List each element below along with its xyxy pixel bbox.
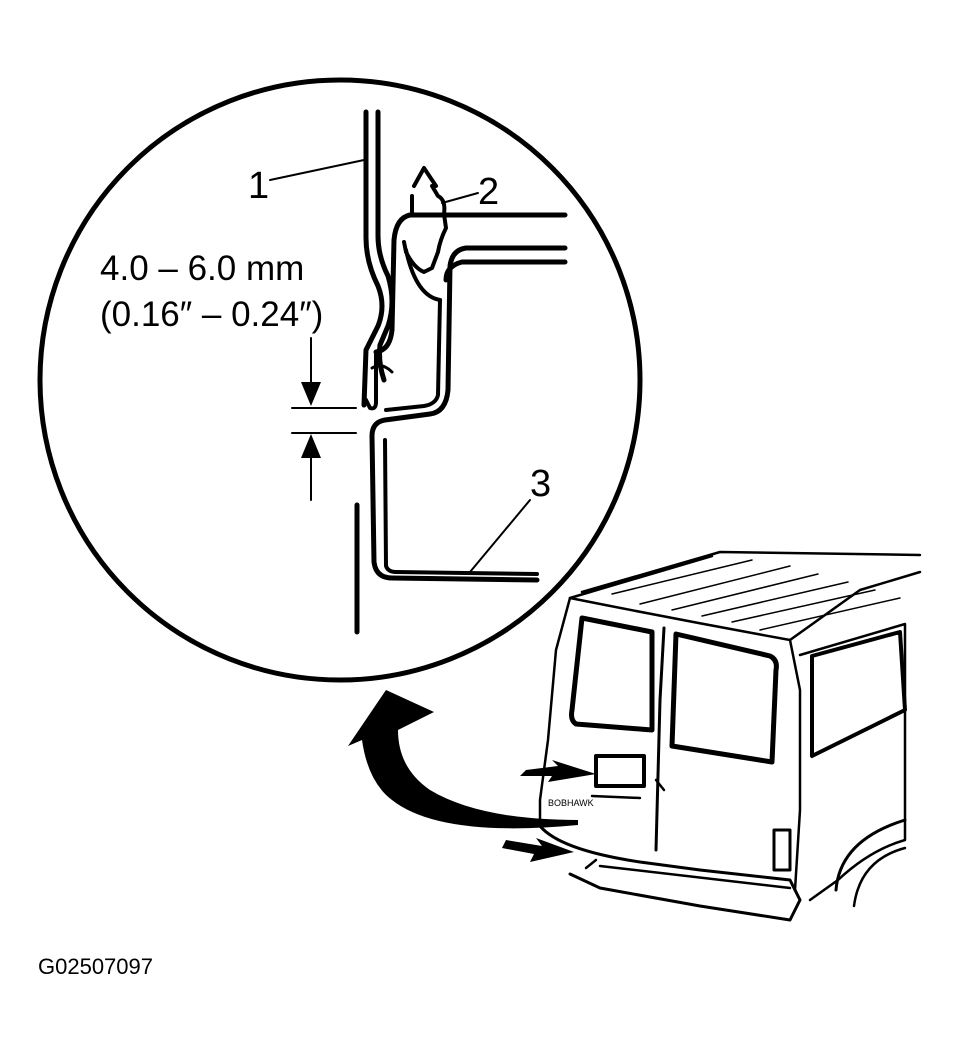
van-roof-ribs <box>611 559 901 631</box>
van-rear-lamp <box>772 828 792 872</box>
van-wheel-arch-inner <box>852 846 907 908</box>
curved-arrow-icon <box>348 690 578 829</box>
license-plate-text: BOBHAWK <box>548 798 594 808</box>
dimension-imperial: (0.16″ – 0.24″) <box>100 295 323 334</box>
retainer-clip <box>402 166 448 274</box>
door-inner-return <box>443 259 568 283</box>
arrow-head-icon <box>301 382 321 406</box>
callout-1: 1 <box>248 165 269 207</box>
detail-circle <box>37 77 643 683</box>
body-panel-outer <box>361 109 385 408</box>
figure-id: G02507097 <box>38 954 153 979</box>
van-roof-rear-edge <box>568 596 792 642</box>
van-wheel-arch <box>834 818 907 892</box>
pointer-arrow-icon <box>502 838 574 862</box>
van-lower-tick <box>584 858 598 870</box>
van-door-split <box>654 626 666 852</box>
van-side-panel <box>798 622 907 902</box>
door-outer-skin <box>373 212 568 355</box>
van-roof-side <box>788 570 922 642</box>
van-roof <box>568 554 714 600</box>
van-rear-right-edge <box>788 638 802 892</box>
van-roof-edge-top <box>580 550 922 594</box>
van-bumper-line <box>598 864 792 890</box>
van-rear-view: BOBHAWK <box>538 550 922 922</box>
door-inner-lower-return <box>384 298 442 412</box>
van-window-left <box>569 615 655 733</box>
van-rear-left-edge <box>538 596 572 828</box>
leader-2 <box>441 192 479 204</box>
license-plate <box>594 754 646 788</box>
dimension-metric: 4.0 – 6.0 mm <box>100 249 304 288</box>
van-side-window <box>810 630 907 758</box>
leader-3 <box>469 499 531 573</box>
door-hem <box>364 350 378 411</box>
callout-3: 3 <box>530 463 551 505</box>
door-inner-skin <box>369 245 568 583</box>
van-door-edge-detail <box>654 778 666 792</box>
retainer-clip-stem <box>404 194 442 302</box>
van-bumper <box>538 824 802 922</box>
detail-view: 1 2 3 4.0 – 6.0 mm (0.16″ – 0.24″) <box>37 77 643 683</box>
arrow-head-icon <box>301 434 321 458</box>
van-window-right <box>669 631 779 765</box>
plate-lamp-strip <box>590 794 642 800</box>
pointer-arrow-icon <box>520 760 596 782</box>
door-inner-lower-wall <box>383 438 539 576</box>
leader-1 <box>269 159 365 181</box>
callout-2: 2 <box>478 171 499 213</box>
door-hem-detail <box>370 364 394 374</box>
